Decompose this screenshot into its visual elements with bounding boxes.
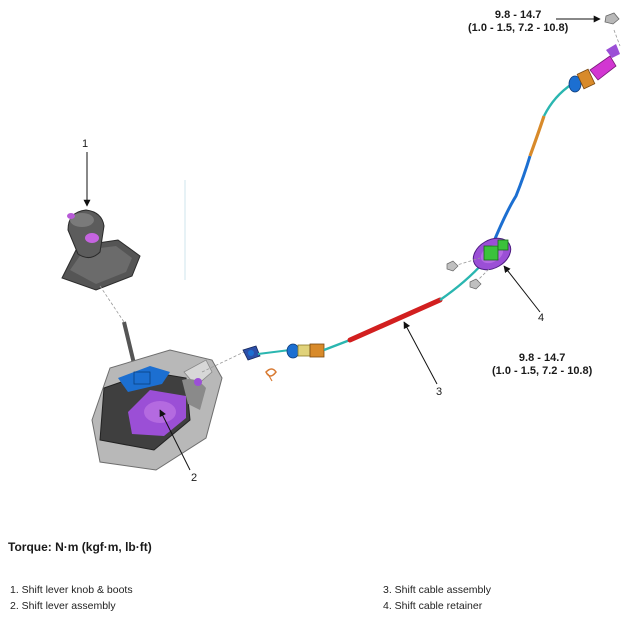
cable-end-fitting-upper xyxy=(568,44,620,93)
legend-item-2: 2. Shift lever assembly xyxy=(10,600,116,612)
torque-retainer-nm: 9.8 - 14.7 xyxy=(518,352,566,364)
leader-2 xyxy=(159,409,191,471)
torque-top-nm: 9.8 - 14.7 xyxy=(494,9,542,21)
legend-item-1: 1. Shift lever knob & boots xyxy=(10,584,133,596)
top-bolt xyxy=(604,12,621,47)
legend-item-4: 4. Shift cable retainer xyxy=(383,600,483,612)
shift-lever-assembly xyxy=(91,321,223,471)
torque-spec-retainer: 9.8 - 14.7 (1.0 - 1.5, 7.2 - 10.8) xyxy=(492,352,592,378)
cable-end-fitting-lower xyxy=(286,343,325,359)
torque-retainer-alt: (1.0 - 1.5, 7.2 - 10.8) xyxy=(492,365,593,377)
torque-top-alt: (1.0 - 1.5, 7.2 - 10.8) xyxy=(468,22,569,34)
shift-cable-assembly xyxy=(257,44,620,359)
shift-knob-boot xyxy=(61,209,141,291)
callout-2: 2 xyxy=(191,472,198,484)
torque-spec-top: 9.8 - 14.7 (1.0 - 1.5, 7.2 - 10.8) xyxy=(468,9,568,35)
torque-heading: Torque: N·m (kgf·m, lb·ft) xyxy=(8,540,152,554)
callout-4: 4 xyxy=(538,312,545,324)
leader-3 xyxy=(403,321,438,385)
callout-1: 1 xyxy=(82,138,89,150)
leader-lines xyxy=(83,15,601,471)
shift-cable-retainer xyxy=(446,237,512,290)
legend-item-3: 3. Shift cable assembly xyxy=(383,584,491,596)
lever-end-fittings xyxy=(201,345,277,382)
knob-guide-line xyxy=(99,285,125,323)
leader-4 xyxy=(503,265,541,313)
callout-3: 3 xyxy=(436,386,443,398)
